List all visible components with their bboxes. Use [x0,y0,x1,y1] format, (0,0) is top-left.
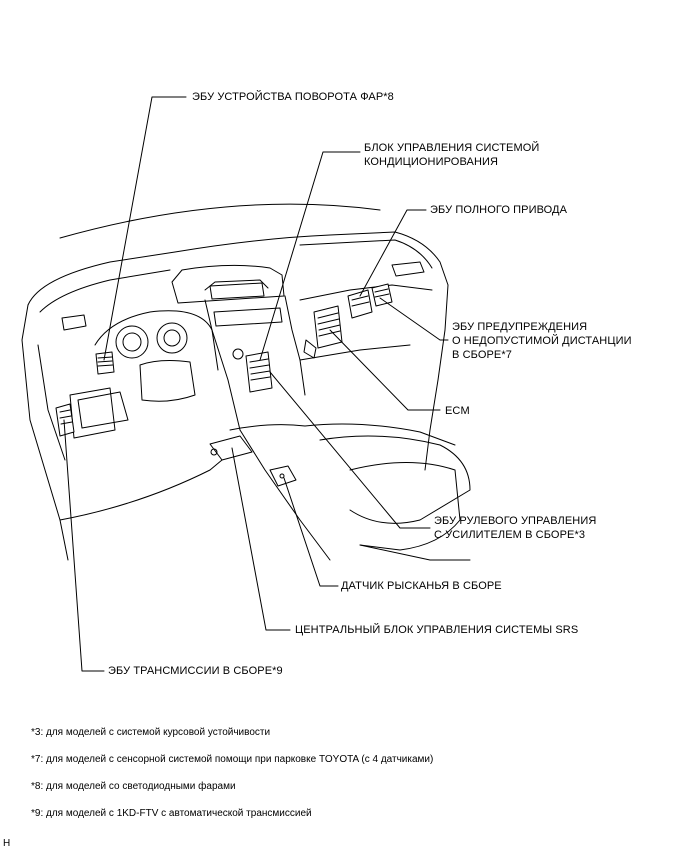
windshield-edge [59,203,381,239]
label-srs-center-unit: ЦЕНТРАЛЬНЫЙ БЛОК УПРАВЛЕНИЯ СИСТЕМЫ SRS [295,624,579,636]
gauge-left-inner [122,332,142,352]
gauge-right-inner [163,329,181,347]
console-left [239,429,331,561]
knob [232,348,244,360]
lower-dash-left [77,391,129,429]
display-hood [171,264,285,304]
display-hood-inner [204,279,269,291]
leader-ecm [329,329,441,411]
center-stack-right [284,295,306,396]
headlamp-swivel-ecu-shape [95,351,115,375]
label-power-steering-ecu: ЭБУ РУЛЕВОГО УПРАВЛЕНИЯ С УСИЛИТЕЛЕМ В С… [434,514,596,542]
label-ac-control-unit-line-2: КОНДИЦИОНИРОВАНИЯ [364,156,499,168]
console-right [304,423,456,446]
leader-ac-control [259,151,361,361]
leader-power-steering [269,371,431,529]
leader-lines [63,96,449,672]
steering-column [139,360,196,402]
label-headlamp-swivel-ecu: ЭБУ УСТРОЙСТВА ПОВОРОТА ФАР*8 [192,91,394,103]
four-wd-ecu-shape [347,289,373,319]
leader-yaw-rate [283,477,339,587]
label-4wd-ecu: ЭБУ ПОЛНОГО ПРИВОДА [430,204,568,216]
dash-top [27,231,449,306]
label-clearance-warning-ecu: ЭБУ ПРЕДУПРЕЖДЕНИЯ О НЕДОПУСТИМОЙ ДИСТАН… [452,320,632,362]
footnote-9: *9: для моделей с 1KD-FTV с автоматическ… [31,808,312,819]
center-stack-bottom [229,424,306,431]
label-clearance-warning-line-2: О НЕДОПУСТИМОЙ ДИСТАНЦИИ [452,335,632,347]
figure-code: H [3,838,11,849]
ecm-shape [303,305,343,359]
dash-rear-edge [299,239,433,269]
dash-top-inner [39,269,171,313]
left-side [21,304,69,561]
leader-transmission [63,419,105,672]
label-yaw-rate-sensor: ДАТЧИК РЫСКАНЬЯ В СБОРЕ [341,580,502,592]
label-clearance-warning-line-1: ЭБУ ПРЕДУПРЕЖДЕНИЯ [452,321,588,333]
footnote-3: *3: для моделей с системой курсовой усто… [31,727,271,738]
display-screen [209,282,265,300]
right-lower [299,344,411,361]
leader-4wd [359,209,427,297]
footnote-8: *8: для моделей со светодиодными фарами [31,781,236,792]
floor-right [359,544,471,561]
gauge-left [115,325,149,359]
floor-left [59,444,241,521]
left-panel [37,344,66,461]
label-power-steering-line-2: С УСИЛИТЕЛЕМ В СБОРЕ*3 [434,529,586,541]
cluster-hood [94,310,219,371]
label-power-steering-line-1: ЭБУ РУЛЕВОГО УПРАВЛЕНИЯ [434,515,597,527]
leader-headlamp-swivel [103,96,187,361]
right-dash [299,284,433,301]
ac-control-unit-shape [245,351,273,393]
console-box [349,462,461,551]
right-vent [391,261,425,277]
label-transmission-ecu: ЭБУ ТРАНСМИССИИ В СБОРЕ*9 [108,665,283,677]
glovebox-left [69,387,116,439]
leader-clearance-warning [379,297,449,341]
console-armrest [319,435,471,524]
label-ac-control-unit-line-1: БЛОК УПРАВЛЕНИЯ СИСТЕМОЙ [364,142,540,154]
center-stack-left [204,299,241,431]
label-ecm: ECM [445,405,470,417]
clearance-warning-ecu-shape [371,283,393,307]
center-vent [213,307,283,327]
leader-srs [231,447,291,631]
gauge-right [156,322,188,354]
label-ac-control-unit: БЛОК УПРАВЛЕНИЯ СИСТЕМОЙ КОНДИЦИОНИРОВАН… [364,141,539,169]
yaw-rate-sensor-shape [269,465,297,487]
transmission-ecu-shape [55,403,75,437]
srs-center-unit-shape [209,435,253,461]
left-vent [61,314,87,331]
label-clearance-warning-line-3: В СБОРЕ*7 [452,349,512,361]
right-door [424,284,449,471]
footnote-7: *7: для моделей с сенсорной системой пом… [31,754,434,765]
